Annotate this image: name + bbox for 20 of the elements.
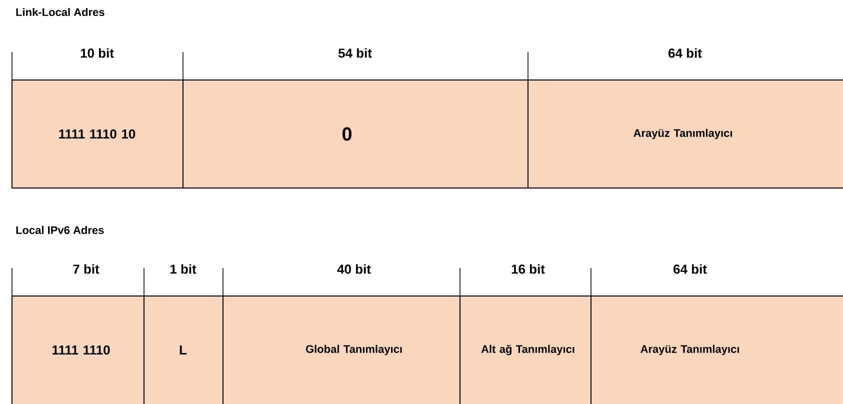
field-cell: 1111 1110 10: [12, 80, 184, 188]
bit-width-label: 7 bit: [73, 264, 100, 274]
bit-width-label: 40 bit: [337, 264, 371, 274]
bit-width-label: 64 bit: [674, 264, 707, 274]
field-cell: Arayüz Tanımlayıcı: [528, 80, 843, 188]
node-label: Arayüz Tanımlayıcı: [634, 128, 732, 140]
field-cell: Alt ağ Tanımlayıcı: [460, 295, 592, 404]
bit-width-label: 54 bit: [338, 48, 372, 58]
node-label: L: [180, 346, 187, 354]
node-label: Alt ağ Tanımlayıcı: [481, 344, 574, 356]
field-cell: 1111 1110: [12, 295, 145, 404]
section-heading: Local IPv6 Adres: [16, 226, 104, 234]
field-cell: Arayüz Tanımlayıcı: [590, 295, 843, 404]
field-cell: L: [144, 295, 224, 404]
bit-width-label: 16 bit: [512, 264, 545, 274]
bit-width-label: 10 bit: [80, 48, 114, 58]
section-heading: Link-Local Adres: [16, 8, 104, 16]
bit-width-label: 1 bit: [170, 264, 196, 274]
bit-width-label: 64 bit: [668, 48, 702, 58]
node-label: Global Tanımlayıcı: [306, 344, 402, 356]
